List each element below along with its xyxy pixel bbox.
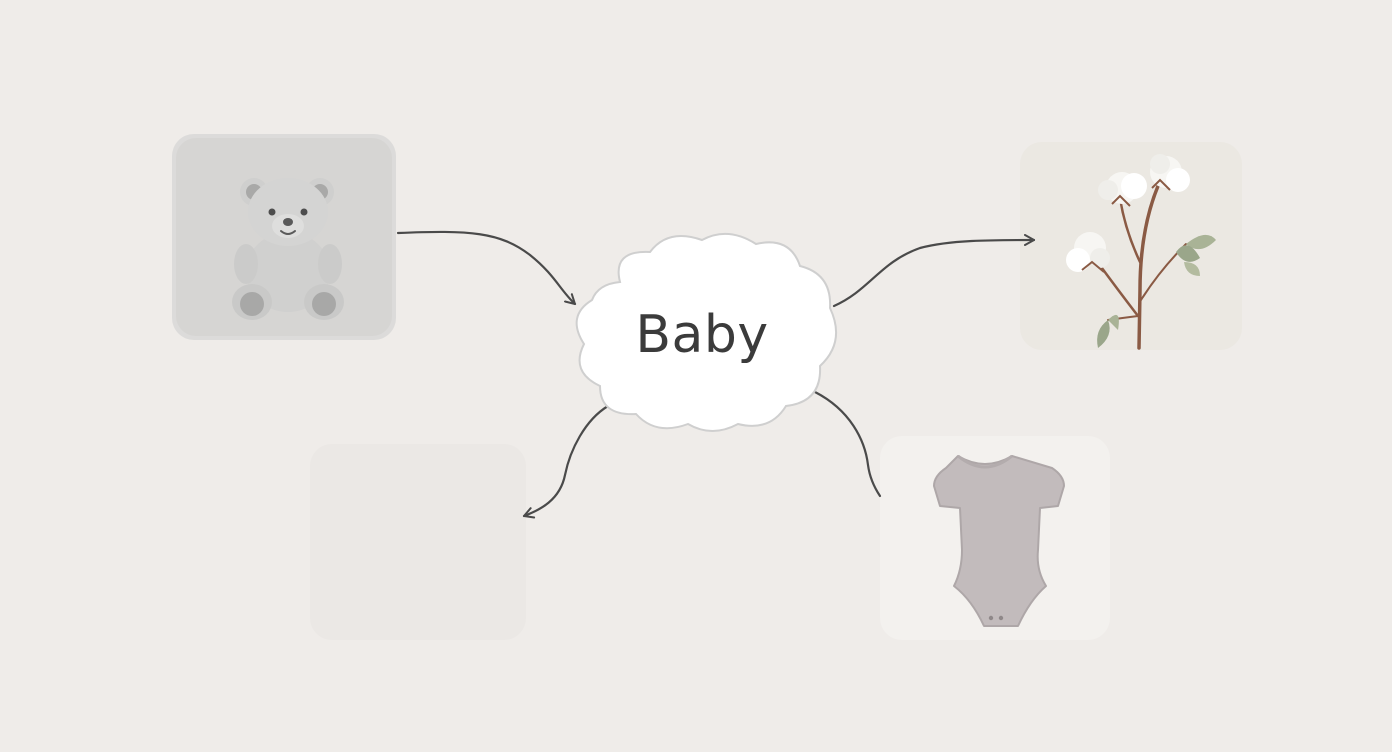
cotton-boll: [1098, 172, 1147, 207]
arrow-baby-to-blank: [522, 404, 610, 519]
arrow-teddy-to-baby: [396, 230, 577, 306]
connectors: [396, 230, 1036, 519]
cotton-plant-icon: [1066, 154, 1216, 350]
blank-tile: [310, 444, 526, 640]
onesie-icon: [933, 454, 1065, 627]
teddy-bear-icon: [232, 178, 344, 320]
center-label: Baby: [635, 305, 769, 365]
cotton-boll: [1066, 232, 1110, 273]
baby-onesie-tile: [880, 436, 1110, 640]
teddy-bear-tile: [172, 134, 396, 340]
arrow-baby-to-cotton: [832, 234, 1036, 308]
cotton-plant-tile: [1020, 142, 1242, 350]
connector-baby-to-onesie: [813, 390, 882, 498]
cotton-boll: [1150, 154, 1190, 192]
center-cloud: [575, 233, 837, 432]
